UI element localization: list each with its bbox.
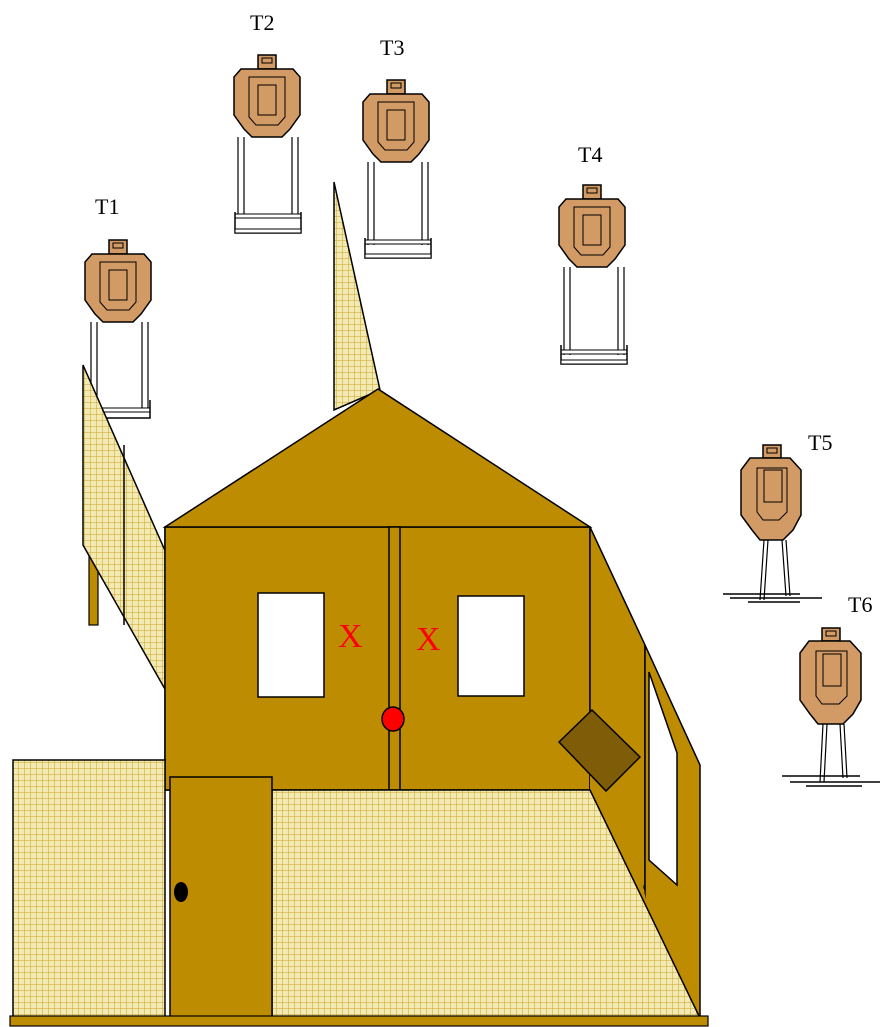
door: [169, 776, 273, 1023]
target-t3: [362, 79, 432, 259]
target-t6: [782, 627, 880, 787]
door-knob-icon: [174, 882, 188, 902]
target-label-t2: T2: [250, 10, 274, 35]
start-position-icon: [381, 706, 405, 732]
hatch-panel: [557, 708, 642, 793]
target-t5: [723, 444, 822, 603]
rear-mesh-panel: [333, 181, 381, 412]
left-mesh-wall: [82, 364, 179, 715]
target-t4: [558, 184, 628, 365]
target-label-t3: T3: [380, 35, 404, 60]
target-label-t1: T1: [95, 194, 119, 219]
main-wall: [164, 526, 591, 791]
window-right: [457, 595, 525, 697]
target-t2: [233, 54, 302, 234]
x-marker-left: X: [338, 618, 363, 655]
target-label-t4: T4: [578, 142, 602, 167]
ground-base: [9, 1015, 709, 1027]
front-mesh-left: [12, 759, 166, 1019]
x-marker-right: X: [416, 621, 441, 658]
window-left: [257, 592, 325, 698]
roof-gable: [162, 388, 593, 528]
target-label-t6: T6: [848, 592, 872, 617]
target-label-t5: T5: [808, 430, 832, 455]
center-post: [388, 526, 401, 791]
